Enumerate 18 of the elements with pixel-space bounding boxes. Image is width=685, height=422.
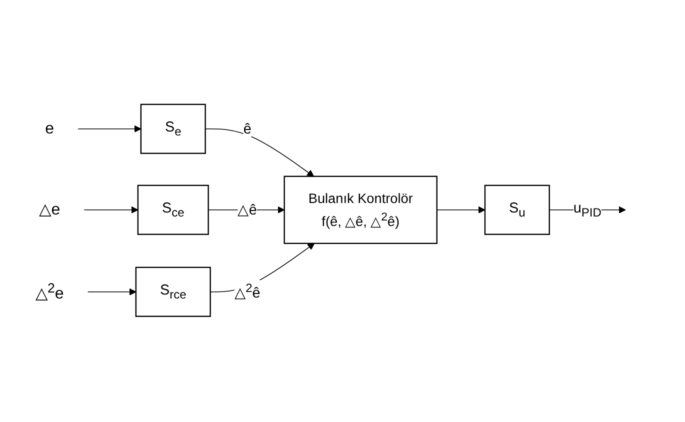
edge-label: u$_{PID}$: [573, 200, 602, 220]
node-text: △$^{2}$e: [35, 280, 64, 302]
edge-label: △ê: [238, 201, 257, 218]
arrow: [78, 125, 142, 132]
node-box: Bulanık Kontrolör f(ê, △ê, △$^{2}$ê): [284, 176, 438, 244]
arrow: [87, 288, 136, 296]
arrow: [204, 128, 314, 177]
node-box: S$_{ce}$: [137, 184, 209, 235]
node-box: S$_{rce}$: [135, 266, 211, 317]
arrow: [208, 206, 285, 214]
node-text: △e: [39, 200, 60, 219]
node-box: S$_{u}$: [484, 184, 550, 235]
arrow: [436, 206, 486, 214]
node-text: e: [45, 120, 54, 138]
edge-label: ê: [243, 120, 252, 136]
edge-label: △$^{2}$ê: [234, 281, 260, 301]
node-box: S$_{e}$: [140, 104, 206, 154]
arrow: [84, 206, 138, 214]
